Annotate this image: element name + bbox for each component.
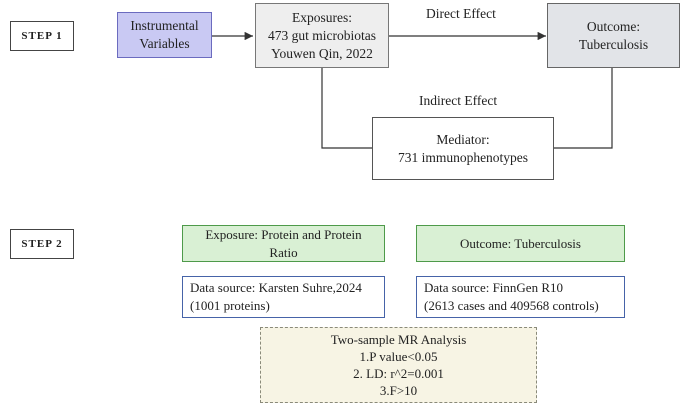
mediator-box: Mediator: 731 immunophenotypes (372, 117, 554, 180)
exposure-data-source-box: Data source: Karsten Suhre,2024 (1001 pr… (182, 276, 385, 318)
line-exposure-to-mediator (321, 68, 372, 149)
mr-analysis-box: Two-sample MR Analysis 1.P value<0.05 2.… (260, 327, 537, 403)
exposures-box: Exposures: 473 gut microbiotas Youwen Qi… (255, 3, 389, 68)
direct-effect-label: Direct Effect (426, 6, 496, 21)
step1-label: STEP 1 (10, 21, 74, 51)
line-mediator-to-outcome (554, 68, 613, 149)
indirect-effect-label: Indirect Effect (419, 93, 498, 108)
outcome-box: Outcome: Tuberculosis (547, 3, 680, 68)
instrumental-variables-box: Instrumental Variables (117, 12, 212, 58)
step2-label: STEP 2 (10, 229, 74, 259)
exposure-protein-box: Exposure: Protein and Protein Ratio (182, 225, 385, 262)
outcome-data-source-box: Data source: FinnGen R10 (2613 cases and… (416, 276, 625, 318)
outcome-tuberculosis-box: Outcome: Tuberculosis (416, 225, 625, 262)
